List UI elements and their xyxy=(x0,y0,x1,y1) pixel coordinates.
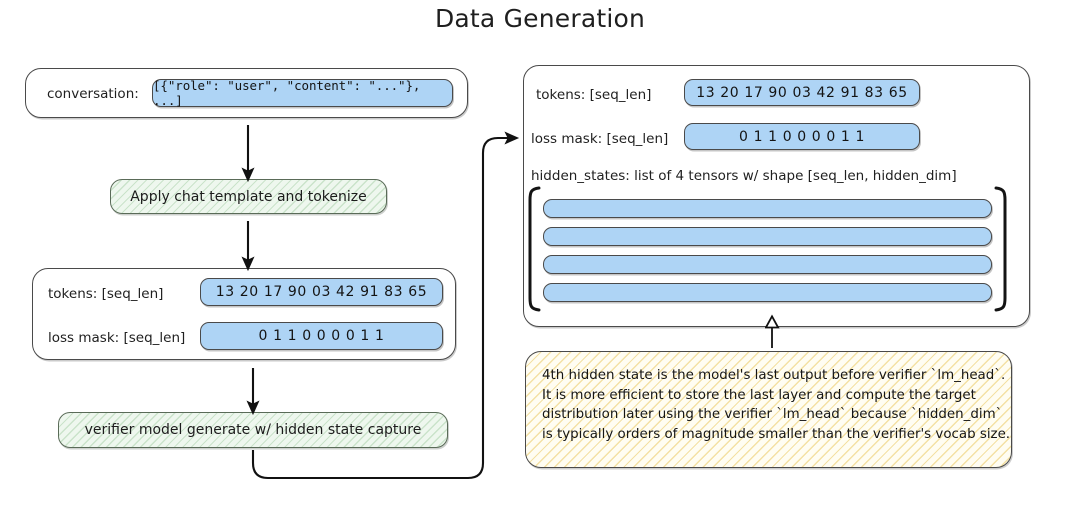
conversation-value-chip: [{"role": "user", "content": "..."}, ...… xyxy=(152,78,453,108)
note-line: distribution later using the verifier `l… xyxy=(542,407,1003,422)
process-verifier-generate: verifier model generate w/ hidden state … xyxy=(58,412,448,448)
explanatory-note: 4th hidden state is the model's last out… xyxy=(525,351,1012,468)
page-title: Data Generation xyxy=(434,4,646,33)
hidden-state-bar xyxy=(543,255,992,274)
tokens-label: tokens: [seq_len] xyxy=(48,286,164,302)
right-loss-mask-label: loss mask: [seq_len] xyxy=(531,131,669,147)
conversation-label: conversation: xyxy=(47,86,139,102)
hidden-states-caption: hidden_states: list of 4 tensors w/ shap… xyxy=(531,168,957,184)
right-tokens-label: tokens: [seq_len] xyxy=(536,87,652,103)
hidden-state-bar xyxy=(543,227,992,246)
note-line: is typically orders of magnitude smaller… xyxy=(542,426,1011,442)
right-tokens-value-chip: 13 20 17 90 03 42 91 83 65 xyxy=(684,79,920,106)
hidden-state-bar xyxy=(543,199,992,218)
hidden-state-bar xyxy=(543,283,992,302)
note-line: 4th hidden state is the model's last out… xyxy=(542,368,1006,383)
loss-mask-label: loss mask: [seq_len] xyxy=(48,330,186,346)
process-apply-chat-template: Apply chat template and tokenize xyxy=(110,179,387,214)
loss-mask-value-chip: 0 1 1 0 0 0 0 1 1 xyxy=(200,322,443,350)
tokens-value-chip: 13 20 17 90 03 42 91 83 65 xyxy=(200,278,443,306)
note-line: It is more efficient to store the last l… xyxy=(542,387,976,403)
right-loss-mask-value-chip: 0 1 1 0 0 0 0 1 1 xyxy=(684,123,920,150)
